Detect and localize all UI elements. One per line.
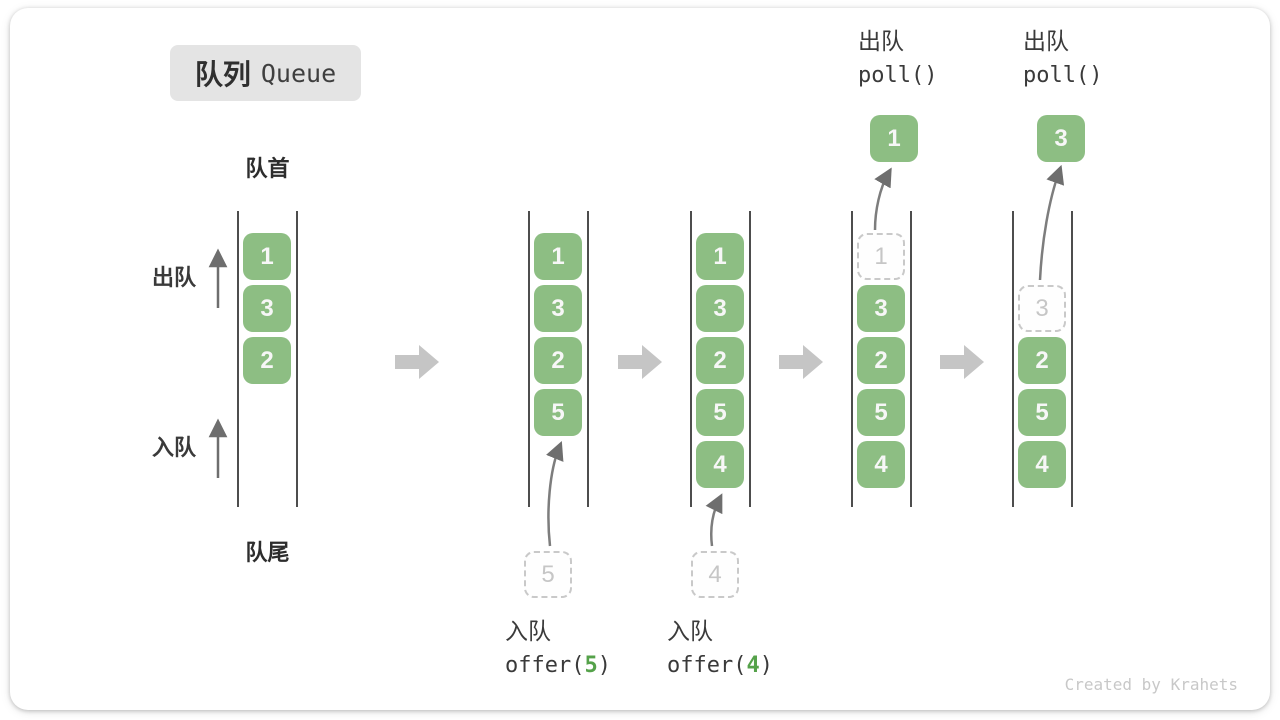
poll2-operation: 出队 poll() [1023, 30, 1102, 87]
queue-item: 1 [534, 233, 582, 280]
enqueue-label: 入队 [152, 435, 197, 460]
title-chinese: 队列 [194, 59, 251, 90]
queue-item: 1 [243, 233, 291, 280]
queue-item: 1 [696, 233, 744, 280]
queue-item: 5 [534, 389, 582, 436]
queue-item: 5 [696, 389, 744, 436]
ghost-item: 1 [857, 233, 905, 280]
polled-item: 1 [870, 115, 918, 162]
queue-wall [690, 211, 692, 507]
queue-wall [1012, 211, 1014, 507]
queue-wall [296, 211, 298, 507]
queue-rear-label: 队尾 [245, 540, 290, 565]
watermark: Created by Krahets [1064, 675, 1238, 694]
queue-wall [1071, 211, 1073, 507]
transition-arrow-icon [618, 345, 662, 379]
queue-item: 3 [696, 285, 744, 332]
poll1-operation: 出队 poll() [858, 30, 937, 87]
ghost-item: 3 [1018, 285, 1066, 332]
queue-item: 2 [243, 337, 291, 384]
queue-wall [528, 211, 530, 507]
ghost-item: 4 [691, 551, 739, 598]
queue-wall [851, 211, 853, 507]
queue-item: 2 [857, 337, 905, 384]
poll-op-code: poll() [858, 63, 938, 88]
queue-wall [237, 211, 239, 507]
queue-item: 3 [857, 285, 905, 332]
enqueue-op-label: 入队 [505, 618, 551, 644]
queue-item: 4 [857, 441, 905, 488]
ghost-item: 5 [524, 551, 572, 598]
queue-item: 4 [1018, 441, 1066, 488]
queue-item: 2 [1018, 337, 1066, 384]
transition-arrow-icon [940, 345, 984, 379]
queue-item: 3 [243, 285, 291, 332]
queue-item: 5 [857, 389, 905, 436]
title-badge: 队列 Queue [170, 45, 361, 101]
dequeue-up-arrow-icon [208, 248, 228, 308]
dequeue-label: 出队 [152, 265, 197, 290]
queue-wall [749, 211, 751, 507]
queue-item: 4 [696, 441, 744, 488]
enqueue-op-code: offer(5) [505, 653, 611, 678]
enqueue-op-label: 入队 [667, 618, 713, 644]
polled-item: 3 [1037, 115, 1085, 162]
enqueue-curve-arrow-icon [705, 493, 723, 547]
enqueue-up-arrow-icon [208, 418, 228, 478]
transition-arrow-icon [395, 345, 439, 379]
poll-op-code: poll() [1023, 63, 1103, 88]
transition-arrow-icon [779, 345, 823, 379]
poll-op-label: 出队 [1023, 28, 1069, 54]
enqueue-curve-arrow-icon [546, 441, 564, 547]
poll-curve-arrow-icon [1038, 164, 1065, 281]
queue-item: 2 [534, 337, 582, 384]
enqueue4-operation: 入队 offer(4) [667, 620, 773, 677]
poll-curve-arrow-icon [873, 167, 892, 231]
enqueue-op-code: offer(4) [667, 653, 773, 678]
queue-item: 5 [1018, 389, 1066, 436]
poll-op-label: 出队 [858, 28, 904, 54]
title-english: Queue [260, 58, 337, 88]
queue-wall [910, 211, 912, 507]
queue-wall [587, 211, 589, 507]
queue-front-label: 队首 [245, 156, 290, 181]
enqueue5-operation: 入队 offer(5) [505, 620, 611, 677]
queue-item: 2 [696, 337, 744, 384]
queue-item: 3 [534, 285, 582, 332]
